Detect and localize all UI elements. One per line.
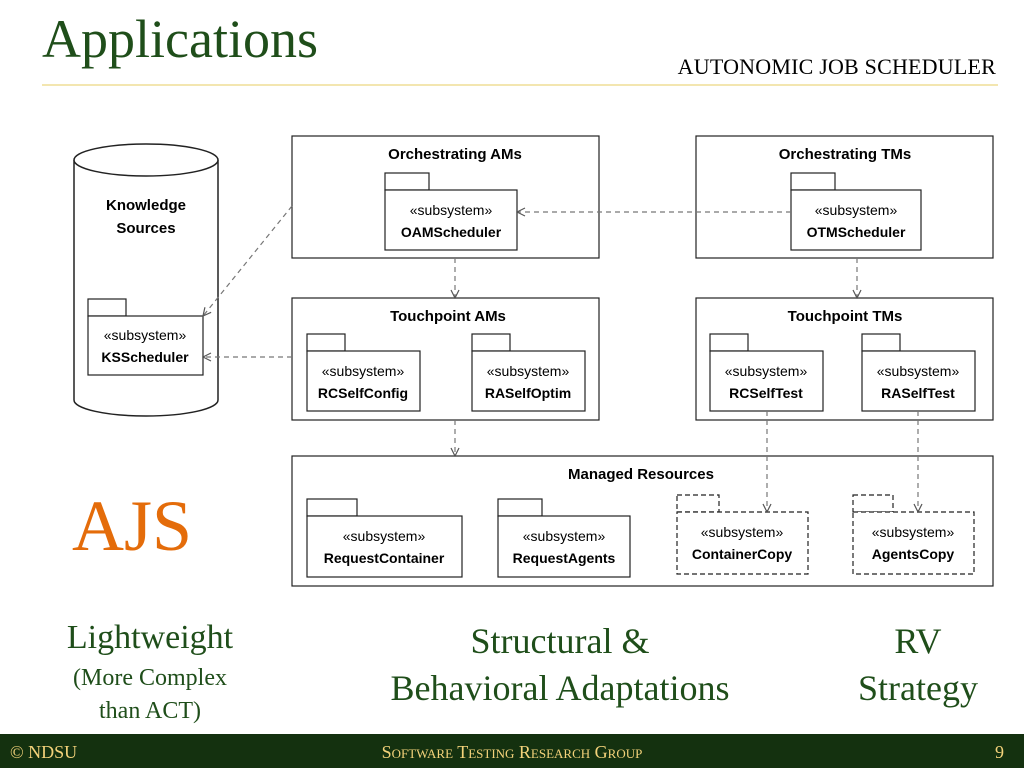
architecture-diagram: Knowledge Sources «subsystem» KSSchedule… [73, 135, 994, 587]
dependency-arrows [203, 205, 918, 512]
touchpoint-tms-label: Touchpoint TMs [788, 308, 903, 325]
knowledge-sources-cylinder: Knowledge Sources «subsystem» KSSchedule… [73, 143, 219, 417]
caption-structural: Structural & [470, 621, 650, 661]
subsystem-rcselfconfig: «subsystem» RCSelfConfig [306, 333, 421, 412]
subsystem-ksscheduler: «subsystem» KSScheduler [87, 298, 204, 376]
subsystem-agentscopy: «subsystem» AgentsCopy [852, 494, 975, 575]
footer-page-number: 9 [995, 742, 1004, 762]
subsystem-stereotype: «subsystem» [487, 363, 570, 379]
subsystem-stereotype: «subsystem» [877, 363, 960, 379]
orchestrating-tms-label: Orchestrating TMs [779, 146, 912, 163]
title-divider [42, 84, 998, 86]
subsystem-name: RequestAgents [513, 550, 616, 566]
subsystem-containercopy: «subsystem» ContainerCopy [676, 494, 809, 575]
caption-behavioral: Behavioral Adaptations [390, 668, 730, 708]
subsystem-stereotype: «subsystem» [725, 363, 808, 379]
knowledge-sources-label-1: Knowledge [106, 197, 186, 214]
subsystem-name: RCSelfConfig [318, 385, 408, 401]
orchestrating-ams-box: Orchestrating AMs «subsystem» OAMSchedul… [291, 135, 600, 259]
subsystem-raselfoptim: «subsystem» RASelfOptim [471, 333, 586, 412]
caption-lightweight-note-2: than ACT) [99, 698, 201, 724]
subsystem-stereotype: «subsystem» [343, 528, 426, 544]
caption-rv: RV [894, 621, 942, 661]
caption-strategy: Strategy [858, 668, 978, 708]
orchestrating-tms-box: Orchestrating TMs «subsystem» OTMSchedul… [695, 135, 994, 259]
subsystem-name: RASelfTest [881, 385, 955, 401]
subsystem-name: RequestContainer [324, 550, 445, 566]
touchpoint-ams-label: Touchpoint AMs [390, 308, 506, 325]
touchpoint-tms-box: Touchpoint TMs «subsystem» RCSelfTest «s… [695, 297, 994, 421]
footer-group-name: Software Testing Research Group [381, 742, 643, 762]
managed-resources-box: Managed Resources «subsystem» RequestCon… [291, 455, 994, 587]
subsystem-name: ContainerCopy [692, 546, 793, 562]
page-subtitle: AUTONOMIC JOB SCHEDULER [677, 54, 996, 79]
subsystem-oamscheduler: «subsystem» OAMScheduler [384, 172, 518, 251]
caption-lightweight-note-1: (More Complex [73, 665, 227, 691]
managed-resources-label: Managed Resources [568, 466, 714, 483]
subsystem-stereotype: «subsystem» [815, 202, 898, 218]
subsystem-name: RASelfOptim [485, 385, 571, 401]
arrow-oam-to-ksscheduler [203, 205, 293, 316]
subsystem-rcselftest: «subsystem» RCSelfTest [709, 333, 824, 412]
touchpoint-ams-box: Touchpoint AMs «subsystem» RCSelfConfig … [291, 297, 600, 421]
footer-bar: © NDSU Software Testing Research Group 9 [0, 734, 1024, 768]
subsystem-raselftest: «subsystem» RASelfTest [861, 333, 976, 412]
subsystem-stereotype: «subsystem» [410, 202, 493, 218]
subsystem-name: RCSelfTest [729, 385, 803, 401]
subsystem-name: AgentsCopy [872, 546, 955, 562]
knowledge-sources-label-2: Sources [116, 220, 175, 237]
subsystem-name: KSScheduler [101, 349, 189, 365]
subsystem-stereotype: «subsystem» [523, 528, 606, 544]
subsystem-stereotype: «subsystem» [322, 363, 405, 379]
caption-lightweight: Lightweight [66, 619, 234, 656]
page-title: Applications [42, 9, 318, 69]
subsystem-otmscheduler: «subsystem» OTMScheduler [790, 172, 922, 251]
subsystem-requestcontainer: «subsystem» RequestContainer [306, 498, 463, 578]
subsystem-name: OAMScheduler [401, 224, 502, 240]
subsystem-name: OTMScheduler [807, 224, 906, 240]
subsystem-stereotype: «subsystem» [701, 524, 784, 540]
subsystem-requestagents: «subsystem» RequestAgents [497, 498, 631, 578]
subsystem-stereotype: «subsystem» [104, 327, 187, 343]
subsystem-stereotype: «subsystem» [872, 524, 955, 540]
footer-copyright: © NDSU [10, 742, 78, 762]
ajs-label: AJS [72, 486, 193, 566]
orchestrating-ams-label: Orchestrating AMs [388, 146, 522, 163]
